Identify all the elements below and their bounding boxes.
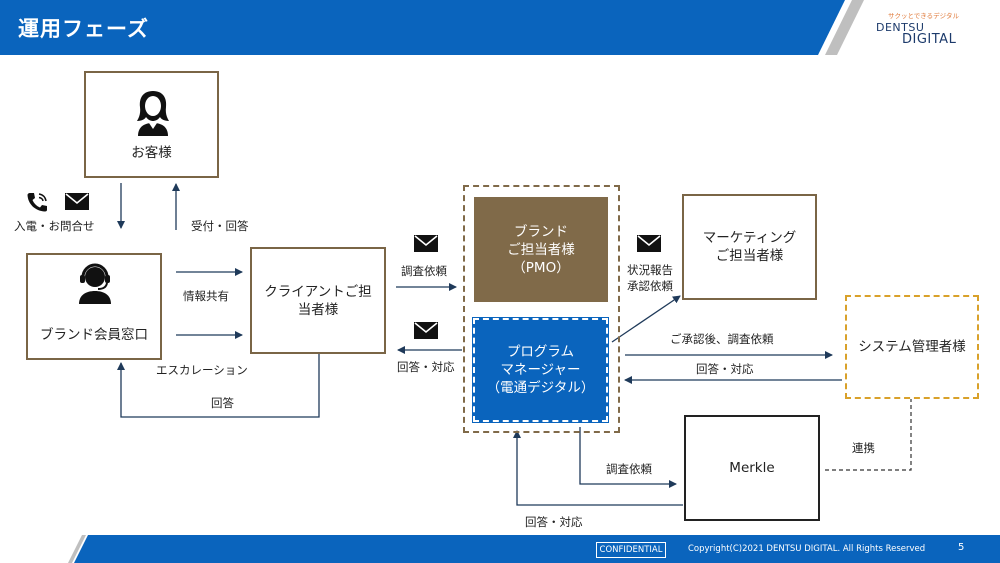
dentsu-digital-logo: DENTSU DIGITAL bbox=[876, 21, 957, 47]
footer-band bbox=[68, 535, 1000, 563]
node-merkle-label: Merkle bbox=[729, 460, 775, 476]
logo-line-1: DENTSU bbox=[876, 21, 925, 34]
logo-line-2: DIGITAL bbox=[902, 32, 957, 47]
label-reply-response-1: 回答・対応 bbox=[397, 360, 455, 374]
arrow-status-report bbox=[611, 295, 681, 343]
node-customer: お客様 bbox=[84, 71, 219, 178]
label-info-share: 情報共有 bbox=[183, 289, 229, 303]
phone-icon bbox=[27, 193, 47, 212]
label-escalation: エスカレーション bbox=[156, 363, 248, 377]
node-brand-desk: ブランド会員窓口 bbox=[26, 253, 162, 360]
copyright-text: Copyright(C)2021 DENTSU DIGITAL. All Rig… bbox=[688, 544, 926, 554]
node-brand-pmo-label: ブランド ご担当者様 （PMO） bbox=[507, 223, 575, 276]
page-number: 5 bbox=[958, 542, 965, 553]
arrow-merkle-reply bbox=[513, 430, 683, 506]
label-reply-response-2: 回答・対応 bbox=[696, 362, 754, 376]
logo-tagline: サクッとできるデジタル bbox=[888, 12, 960, 20]
arrow-merkle-request bbox=[579, 427, 677, 488]
pmo-group-container bbox=[463, 185, 620, 433]
node-client-contact: クライアントご担 当者様 bbox=[250, 247, 386, 354]
label-reply-response-3: 回答・対応 bbox=[525, 515, 583, 529]
node-marketing-contact-label: マーケティング ご担当者様 bbox=[702, 230, 797, 264]
node-system-admin-label: システム管理者様 bbox=[858, 339, 966, 355]
confidential-badge: CONFIDENTIAL bbox=[596, 542, 666, 558]
mail-icon bbox=[637, 235, 661, 252]
label-reply: 回答 bbox=[211, 396, 234, 410]
label-coordination: 連携 bbox=[852, 441, 875, 455]
node-client-contact-label: クライアントご担 当者様 bbox=[264, 283, 372, 318]
label-approval-investigation: ご承認後、調査依頼 bbox=[670, 332, 774, 346]
person-icon bbox=[137, 91, 169, 136]
node-brand-desk-label: ブランド会員窓口 bbox=[40, 327, 148, 343]
headset-operator-icon bbox=[79, 263, 111, 304]
mail-icon bbox=[414, 322, 438, 339]
node-program-manager: プログラム マネージャー （電通デジタル） bbox=[472, 317, 609, 423]
mail-icon bbox=[414, 235, 438, 252]
node-system-admin: システム管理者様 bbox=[845, 295, 979, 399]
label-status-report: 状況報告 承認依頼 bbox=[627, 263, 673, 293]
line-coordination bbox=[822, 398, 912, 471]
label-reception-reply: 受付・回答 bbox=[191, 219, 249, 233]
header-band bbox=[0, 0, 864, 55]
label-investigation-request-1: 調査依頼 bbox=[401, 264, 447, 278]
node-customer-label: お客様 bbox=[131, 145, 172, 161]
node-merkle: Merkle bbox=[684, 415, 820, 521]
mail-icon bbox=[65, 193, 89, 210]
page-title: 運用フェーズ bbox=[18, 17, 149, 41]
node-program-manager-label: プログラム マネージャー （電通デジタル） bbox=[486, 344, 595, 396]
node-brand-pmo: ブランド ご担当者様 （PMO） bbox=[474, 197, 608, 302]
arrow-client-reply bbox=[117, 354, 320, 418]
node-marketing-contact: マーケティング ご担当者様 bbox=[682, 194, 817, 300]
label-investigation-request-2: 調査依頼 bbox=[606, 462, 652, 476]
label-inquiry: 入電・お問合せ bbox=[14, 219, 95, 233]
